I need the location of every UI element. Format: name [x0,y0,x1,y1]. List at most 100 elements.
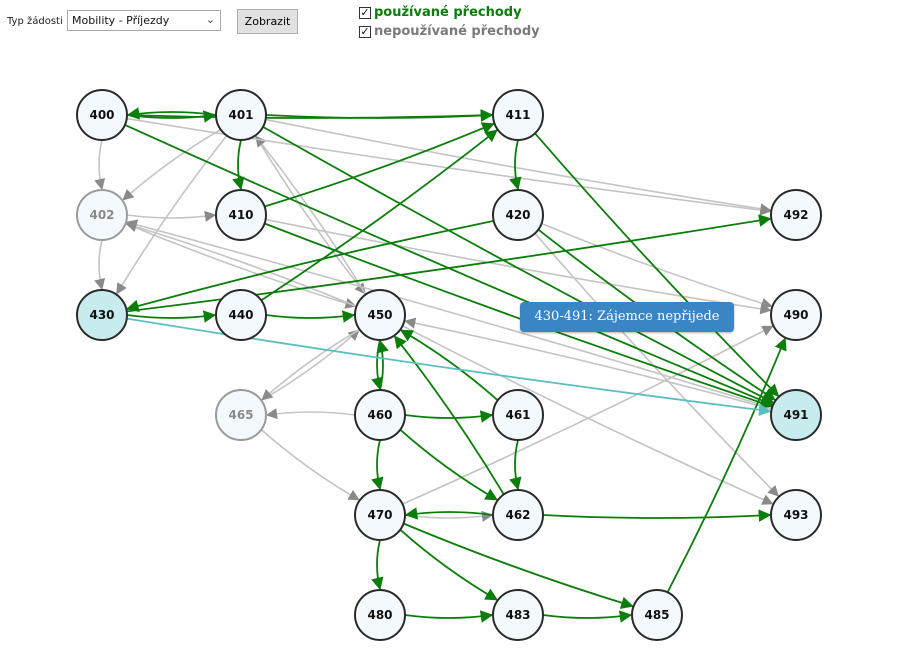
node-circle[interactable] [215,189,267,241]
node-circle[interactable] [215,289,267,341]
edge-460-465[interactable] [265,408,356,420]
edge-470-483[interactable] [399,528,499,601]
edge-401-400[interactable] [126,107,217,120]
node-circle[interactable] [215,89,267,141]
node-430[interactable]: 430 [76,289,128,341]
node-circle[interactable] [76,189,128,241]
edge-460-470[interactable] [371,439,384,491]
node-400[interactable]: 400 [76,89,128,141]
node-450[interactable]: 450 [354,289,406,341]
edge-401-491[interactable] [262,126,775,404]
node-label: 430 [89,308,114,322]
edge-462-470[interactable] [404,507,494,520]
edge-401-492[interactable] [265,118,772,215]
edge-491-402[interactable] [125,219,773,409]
edge-450-465[interactable] [261,328,361,401]
edge-465-450[interactable] [260,329,360,402]
edge-460-450[interactable] [376,339,389,391]
node-circle[interactable] [770,189,822,241]
node-491[interactable]: 491 [770,389,822,441]
node-493[interactable]: 493 [770,489,822,541]
node-460[interactable]: 460 [354,389,406,441]
node-label: 410 [228,208,253,222]
node-462[interactable]: 462 [492,489,544,541]
node-411[interactable]: 411 [492,89,544,141]
legend-unused-toggle[interactable]: ✓ nepoužívané přechody [359,24,540,39]
checkbox-checked-icon[interactable]: ✓ [359,5,371,19]
edge-470-462[interactable] [404,510,494,522]
edge-401-450[interactable] [254,135,366,295]
node-label: 480 [367,608,392,622]
edge-440-450[interactable] [265,310,356,323]
edge-400-402[interactable] [94,139,106,191]
edge-480-483[interactable] [404,610,494,623]
edge-460-462[interactable] [399,428,499,501]
request-type-select[interactable]: Mobility - Příjezdy ⌄ [67,10,221,31]
highlighted-edges [126,317,772,417]
edge-401-402[interactable] [122,128,222,201]
node-circle[interactable] [492,489,544,541]
node-402[interactable]: 402 [76,189,128,241]
node-circle[interactable] [76,289,128,341]
edge-461-450[interactable] [399,329,499,402]
node-465[interactable]: 465 [215,389,267,441]
edge-401-430[interactable] [116,135,228,295]
legend-used-toggle[interactable]: ✓ používané přechody [359,5,522,20]
edge-420-493[interactable] [534,232,780,497]
edge-470-480[interactable] [371,539,384,591]
node-420[interactable]: 420 [492,189,544,241]
edge-470-485[interactable] [403,522,634,609]
edge-401-410[interactable] [232,139,245,191]
edge-420-430[interactable] [126,219,494,312]
node-485[interactable]: 485 [631,589,683,641]
edge-410-411[interactable] [264,122,495,208]
edge-462-493[interactable] [542,509,772,522]
node-circle[interactable] [492,589,544,641]
node-440[interactable]: 440 [215,289,267,341]
node-circle[interactable] [76,89,128,141]
node-circle[interactable] [492,189,544,241]
edge-491-450[interactable] [404,317,772,410]
node-label: 470 [367,508,392,522]
node-circle[interactable] [354,589,406,641]
node-401[interactable]: 401 [215,89,267,141]
edge-450-401[interactable] [255,135,367,295]
node-461[interactable]: 461 [492,389,544,441]
node-483[interactable]: 483 [492,589,544,641]
edge-402-410[interactable] [126,210,217,222]
node-circle[interactable] [354,389,406,441]
node-circle[interactable] [492,389,544,441]
edge-402-430[interactable] [94,239,106,291]
node-410[interactable]: 410 [215,189,267,241]
edge-430-440[interactable] [126,310,217,323]
node-492[interactable]: 492 [770,189,822,241]
edge-450-460[interactable] [371,339,384,391]
node-circle[interactable] [492,89,544,141]
node-circle[interactable] [770,489,822,541]
edge-411-491[interactable] [534,132,780,397]
node-circle[interactable] [631,589,683,641]
node-circle[interactable] [354,289,406,341]
edge-400-491[interactable] [124,124,774,407]
edge-430-491[interactable] [126,317,772,417]
checkbox-checked-icon[interactable]: ✓ [359,24,371,38]
show-button[interactable]: Zobrazit [237,9,298,34]
node-label: 490 [783,308,808,322]
node-circle[interactable] [215,389,267,441]
node-circle[interactable] [354,489,406,541]
edge-465-470[interactable] [260,429,360,501]
edge-462-450[interactable] [393,335,505,495]
node-470[interactable]: 470 [354,489,406,541]
edge-411-420[interactable] [509,139,522,191]
edge-440-411[interactable] [260,129,498,302]
edge-461-462[interactable] [509,439,522,491]
node-circle[interactable] [770,389,822,441]
edge-483-485[interactable] [542,610,633,623]
edge-485-490[interactable] [666,337,787,593]
edge-400-411[interactable] [126,109,494,122]
node-490[interactable]: 490 [770,289,822,341]
node-480[interactable]: 480 [354,589,406,641]
edge-420-490[interactable] [541,222,773,309]
edge-460-461[interactable] [404,410,494,423]
node-circle[interactable] [770,289,822,341]
